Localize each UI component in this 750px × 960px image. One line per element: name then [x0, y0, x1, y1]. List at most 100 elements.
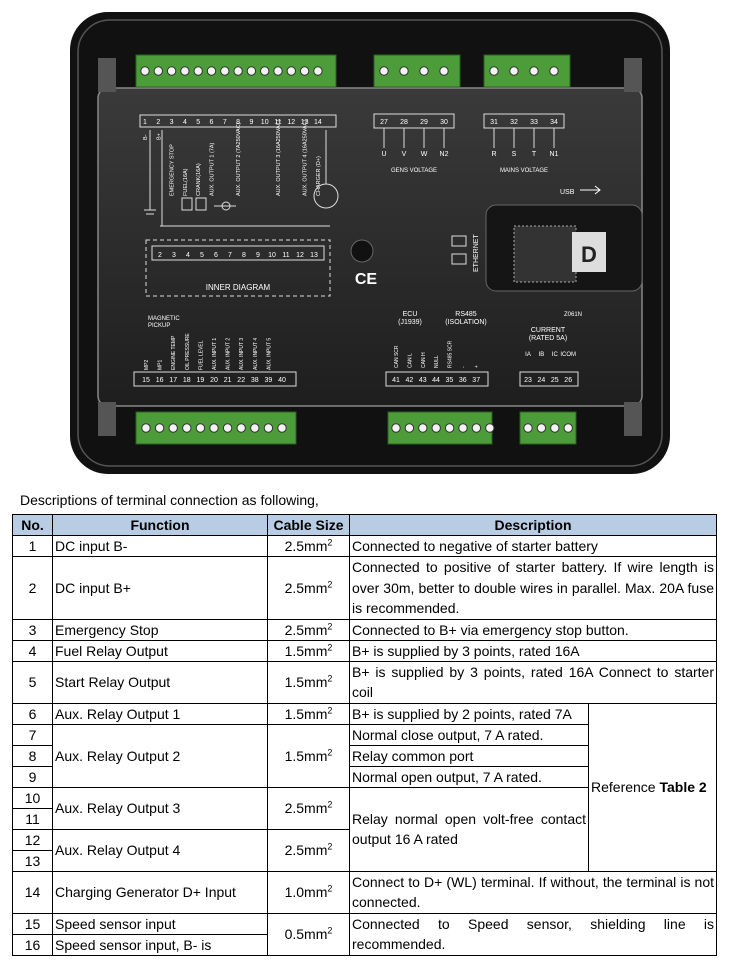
bottom-terminal-number: 42 — [406, 377, 414, 384]
top-terminal-number: 4 — [183, 119, 187, 126]
terminal-screw[interactable] — [246, 66, 257, 76]
bottom-terminal-label: CAN L — [407, 353, 413, 368]
row-function: Speed sensor input, B- is — [52, 933, 268, 956]
ecu-title: ECU — [403, 311, 418, 318]
terminal-screw[interactable] — [153, 66, 164, 76]
row-cable: 2.5mm2 — [267, 556, 350, 620]
bottom-connector-41-37[interactable] — [387, 411, 495, 445]
row-no: 9 — [12, 765, 53, 788]
terminal-screw[interactable] — [563, 423, 573, 433]
bottom-terminal-number: 15 — [142, 377, 150, 384]
terminal-screw[interactable] — [195, 423, 206, 433]
bottom-terminal-number: 21 — [224, 377, 232, 384]
terminal-screw[interactable] — [313, 66, 323, 76]
terminal-screw[interactable] — [141, 423, 151, 433]
terminal-screw[interactable] — [391, 423, 401, 433]
terminal-screw[interactable] — [549, 66, 559, 76]
bottom-terminal-number: 25 — [551, 377, 559, 384]
row-cable: 2.5mm2 — [267, 535, 350, 557]
gens-voltage-connector[interactable] — [373, 54, 461, 88]
terminal-screw[interactable] — [180, 66, 190, 76]
bottom-connector-15-40[interactable] — [135, 411, 297, 445]
usb-icon — [580, 185, 601, 195]
terminal-screw[interactable] — [193, 66, 203, 76]
top-connector-1-14[interactable] — [135, 54, 337, 88]
top-terminal-number: 5 — [196, 119, 200, 126]
terminal-screw[interactable] — [444, 423, 455, 433]
terminal-screw[interactable] — [277, 423, 287, 433]
row-cable: 2.5mm2 — [267, 786, 350, 830]
terminal-screw[interactable] — [536, 423, 547, 433]
bottom-terminal-label: MP1 — [158, 360, 164, 371]
terminal-screw[interactable] — [458, 423, 468, 433]
row-description: Connected to positive of starter battery… — [348, 556, 718, 620]
terminal-screw[interactable] — [431, 423, 441, 433]
terminal-screw[interactable] — [485, 423, 495, 433]
row-no: 2 — [12, 556, 53, 620]
terminal-screw[interactable] — [206, 66, 217, 76]
inner-terminal-number: 13 — [310, 252, 318, 259]
row-no: 8 — [12, 744, 53, 767]
terminal-screw[interactable] — [399, 66, 409, 76]
terminal-screw[interactable] — [419, 66, 429, 76]
terminal-screw[interactable] — [154, 423, 165, 433]
bottom-terminal-number: 20 — [210, 377, 218, 384]
terminal-screw[interactable] — [140, 66, 150, 76]
terminal-screw[interactable] — [379, 66, 389, 76]
terminal-screw[interactable] — [260, 66, 270, 76]
terminal-screw[interactable] — [182, 423, 192, 433]
terminal-screw[interactable] — [273, 66, 283, 76]
terminal-letter: W — [421, 151, 428, 158]
bottom-terminal-label: RS485 SCR — [447, 340, 453, 368]
bottom-terminal-label: AUX. INPUT 5 — [266, 338, 272, 370]
terminal-screw[interactable] — [404, 423, 415, 433]
inner-terminal-number: 12 — [296, 252, 304, 259]
terminal-screw[interactable] — [168, 423, 178, 433]
top-terminal-number: 12 — [287, 119, 295, 126]
terminal-screw[interactable] — [489, 66, 499, 76]
terminal-screw[interactable] — [471, 423, 482, 433]
terminal-screw[interactable] — [263, 423, 274, 433]
bottom-terminal-number: 39 — [265, 377, 273, 384]
row-description: B+ is supplied by 2 points, rated 7A — [349, 702, 589, 725]
terminal-screw[interactable] — [236, 423, 246, 433]
terminal-screw[interactable] — [286, 66, 296, 76]
logo-block — [572, 232, 606, 272]
table-row: 1 DC input B- 2.5mm2 Connected to negati… — [12, 535, 718, 557]
row-description: Normal open output, 7 A rated. — [349, 765, 589, 788]
top-terminal-number: 7 — [223, 119, 227, 126]
row-description: Connect to D+ (WL) terminal. If without,… — [348, 870, 718, 914]
terminal-screw[interactable] — [233, 66, 243, 76]
terminal-number: 27 — [380, 119, 388, 126]
terminal-screw[interactable] — [250, 423, 260, 433]
terminal-screw[interactable] — [439, 66, 449, 76]
terminal-screw[interactable] — [523, 423, 533, 433]
mains-voltage-connector[interactable] — [483, 54, 571, 88]
bottom-terminal-label: NULL — [434, 355, 440, 368]
inner-terminal-number: 6 — [214, 252, 218, 259]
terminal-screw[interactable] — [222, 423, 233, 433]
bottom-terminal-number: 19 — [197, 377, 205, 384]
top-wiring-diagram — [139, 114, 339, 227]
row-cable: 1.5mm2 — [267, 639, 350, 662]
terminal-screw[interactable] — [550, 423, 560, 433]
terminal-number: 30 — [440, 119, 448, 126]
top-terminal-number: 2 — [156, 119, 160, 126]
inner-terminal-number: 10 — [268, 252, 276, 259]
header-no: No. — [12, 514, 53, 536]
terminal-screw[interactable] — [418, 423, 428, 433]
terminal-screw[interactable] — [166, 66, 177, 76]
bottom-connector-23-26[interactable] — [519, 411, 577, 445]
terminal-screw[interactable] — [209, 423, 219, 433]
terminal-screw[interactable] — [529, 66, 539, 76]
terminal-screw[interactable] — [220, 66, 230, 76]
terminal-screw[interactable] — [509, 66, 519, 76]
terminal-screw[interactable] — [299, 66, 310, 76]
bottom-terminal-number: 24 — [538, 377, 546, 384]
bottom-terminal-label: - — [461, 366, 467, 368]
table-row: 14 Charging Generator D+ Input 1.0mm2 Co… — [12, 870, 718, 914]
row-no: 7 — [12, 723, 53, 746]
row-description: Normal close output, 7 A rated. — [349, 723, 589, 746]
svg-text:PICKUP: PICKUP — [148, 323, 170, 329]
